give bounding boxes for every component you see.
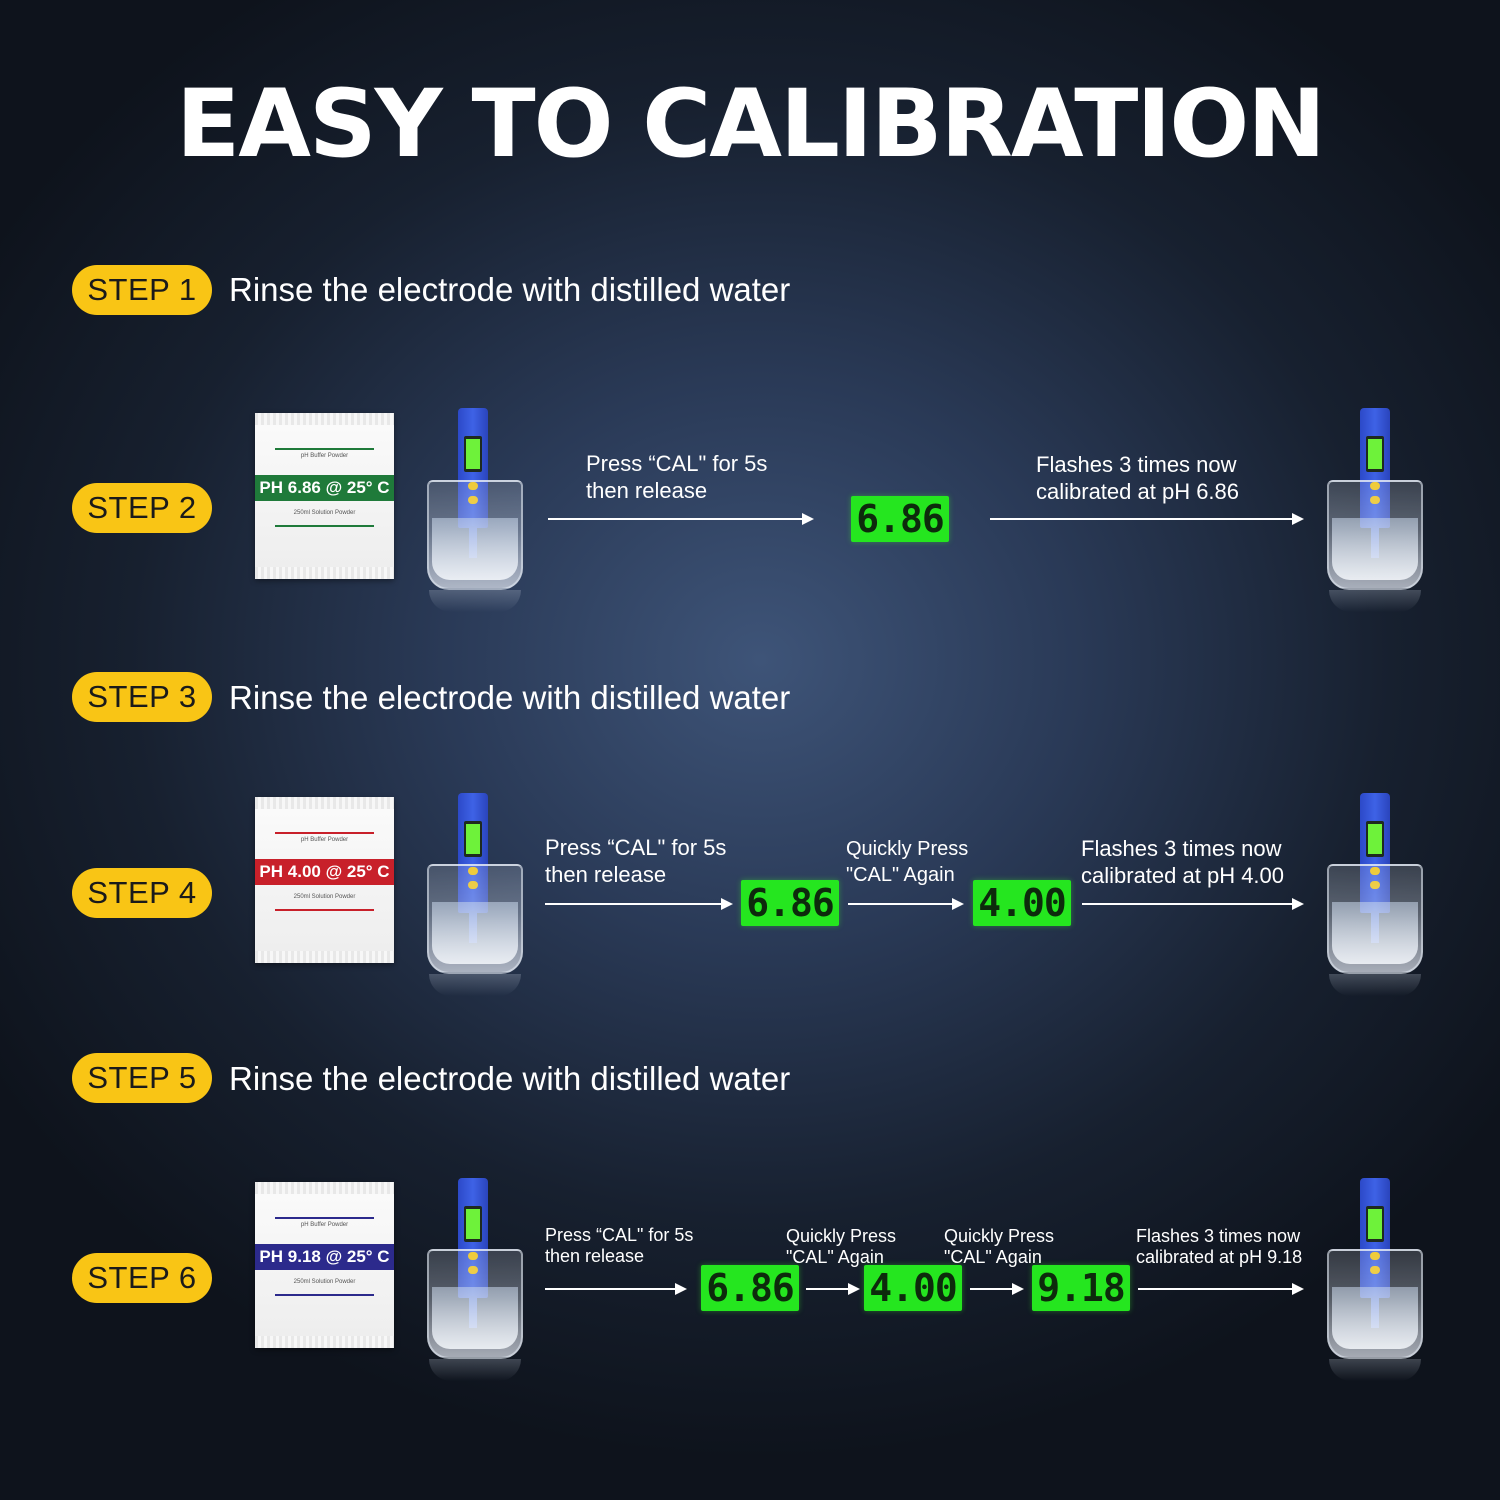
packet-top-text: pH Buffer Powder xyxy=(300,453,349,459)
glass-beaker-icon xyxy=(427,1249,523,1381)
step-3-badge: STEP 3 xyxy=(72,672,212,722)
buffer-packet-icon: pH Buffer Powder PH 6.86 @ 25° C 250ml S… xyxy=(255,413,394,579)
packet-label: PH 4.00 @ 25° C xyxy=(255,859,394,885)
packet-top-text: pH Buffer Powder xyxy=(300,837,349,843)
glass-beaker-icon xyxy=(1327,480,1423,612)
glass-beaker-icon xyxy=(1327,864,1423,996)
step-4-badge: STEP 4 xyxy=(72,868,212,918)
arrow-right-icon xyxy=(1082,898,1304,910)
arrow-right-icon xyxy=(990,513,1304,525)
arrow-right-icon xyxy=(1138,1283,1304,1295)
lcd-display-918: 9.18 xyxy=(1032,1265,1130,1311)
page-title: EASY TO CALIBRATION xyxy=(176,70,1326,179)
packet-bottom-text: 250ml Solution Powder xyxy=(293,510,356,516)
arrow-right-icon xyxy=(545,898,733,910)
step-6-instruction-2: Quickly Press"CAL" Again xyxy=(786,1226,897,1267)
packet-bottom-text: 250ml Solution Powder xyxy=(293,894,356,900)
lcd-display-686: 6.86 xyxy=(741,880,839,926)
step-4-instruction-2: Quickly Press"CAL" Again xyxy=(846,838,969,886)
lcd-display-686: 6.86 xyxy=(701,1265,799,1311)
lcd-display-400: 4.00 xyxy=(973,880,1071,926)
step-3-text: Rinse the electrode with distilled water xyxy=(229,679,791,716)
packet-bottom-text: 250ml Solution Powder xyxy=(293,1279,356,1285)
glass-beaker-icon xyxy=(427,864,523,996)
step-5-badge: STEP 5 xyxy=(72,1053,212,1103)
packet-top-text: pH Buffer Powder xyxy=(300,1222,349,1228)
step-6-instruction-3: Quickly Press"CAL" Again xyxy=(944,1226,1055,1267)
lcd-display-686: 6.86 xyxy=(851,496,949,542)
arrow-right-icon xyxy=(848,898,964,910)
arrow-right-icon xyxy=(806,1283,860,1295)
step-1-badge: STEP 1 xyxy=(72,265,212,315)
buffer-packet-icon: pH Buffer Powder PH 4.00 @ 25° C 250ml S… xyxy=(255,797,394,963)
buffer-packet-icon: pH Buffer Powder PH 9.18 @ 25° C 250ml S… xyxy=(255,1182,394,1348)
packet-label: PH 6.86 @ 25° C xyxy=(255,475,394,501)
glass-beaker-icon xyxy=(427,480,523,612)
glass-beaker-icon xyxy=(1327,1249,1423,1381)
lcd-display-400: 4.00 xyxy=(864,1265,962,1311)
step-5-text: Rinse the electrode with distilled water xyxy=(229,1060,791,1097)
arrow-right-icon xyxy=(970,1283,1024,1295)
arrow-right-icon xyxy=(548,513,814,525)
step-2-badge: STEP 2 xyxy=(72,483,212,533)
step-1-text: Rinse the electrode with distilled water xyxy=(229,271,791,308)
packet-label: PH 9.18 @ 25° C xyxy=(255,1244,394,1270)
step-6-badge: STEP 6 xyxy=(72,1253,212,1303)
arrow-right-icon xyxy=(545,1283,687,1295)
